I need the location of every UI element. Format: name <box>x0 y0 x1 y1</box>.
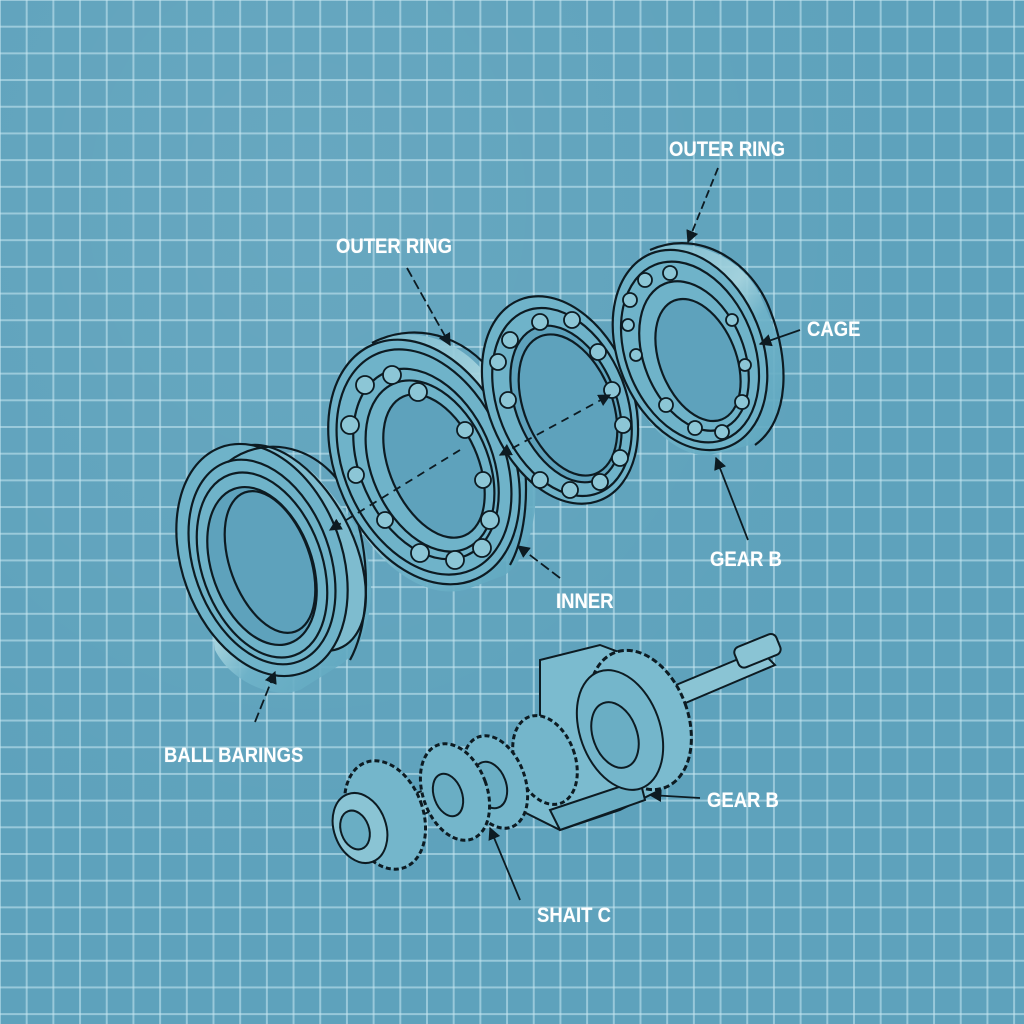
label-gear-b-lower: GEAR B <box>707 789 779 812</box>
label-shaft-c: SHAIT C <box>537 904 611 927</box>
leader-lines <box>254 167 801 901</box>
bearing-ring-left <box>175 442 372 693</box>
gear-shaft-assembly <box>331 632 782 871</box>
label-outer-ring-mid: OUTER RING <box>336 235 453 258</box>
label-gear-b-upper: GEAR B <box>710 548 782 571</box>
label-inner: INNER <box>556 590 614 613</box>
label-outer-ring-top: OUTER RING <box>669 138 786 161</box>
label-cage: CAGE <box>807 318 861 341</box>
bearing-ball-right <box>611 242 785 456</box>
label-ball-barings: BALL BARINGS <box>164 744 304 767</box>
